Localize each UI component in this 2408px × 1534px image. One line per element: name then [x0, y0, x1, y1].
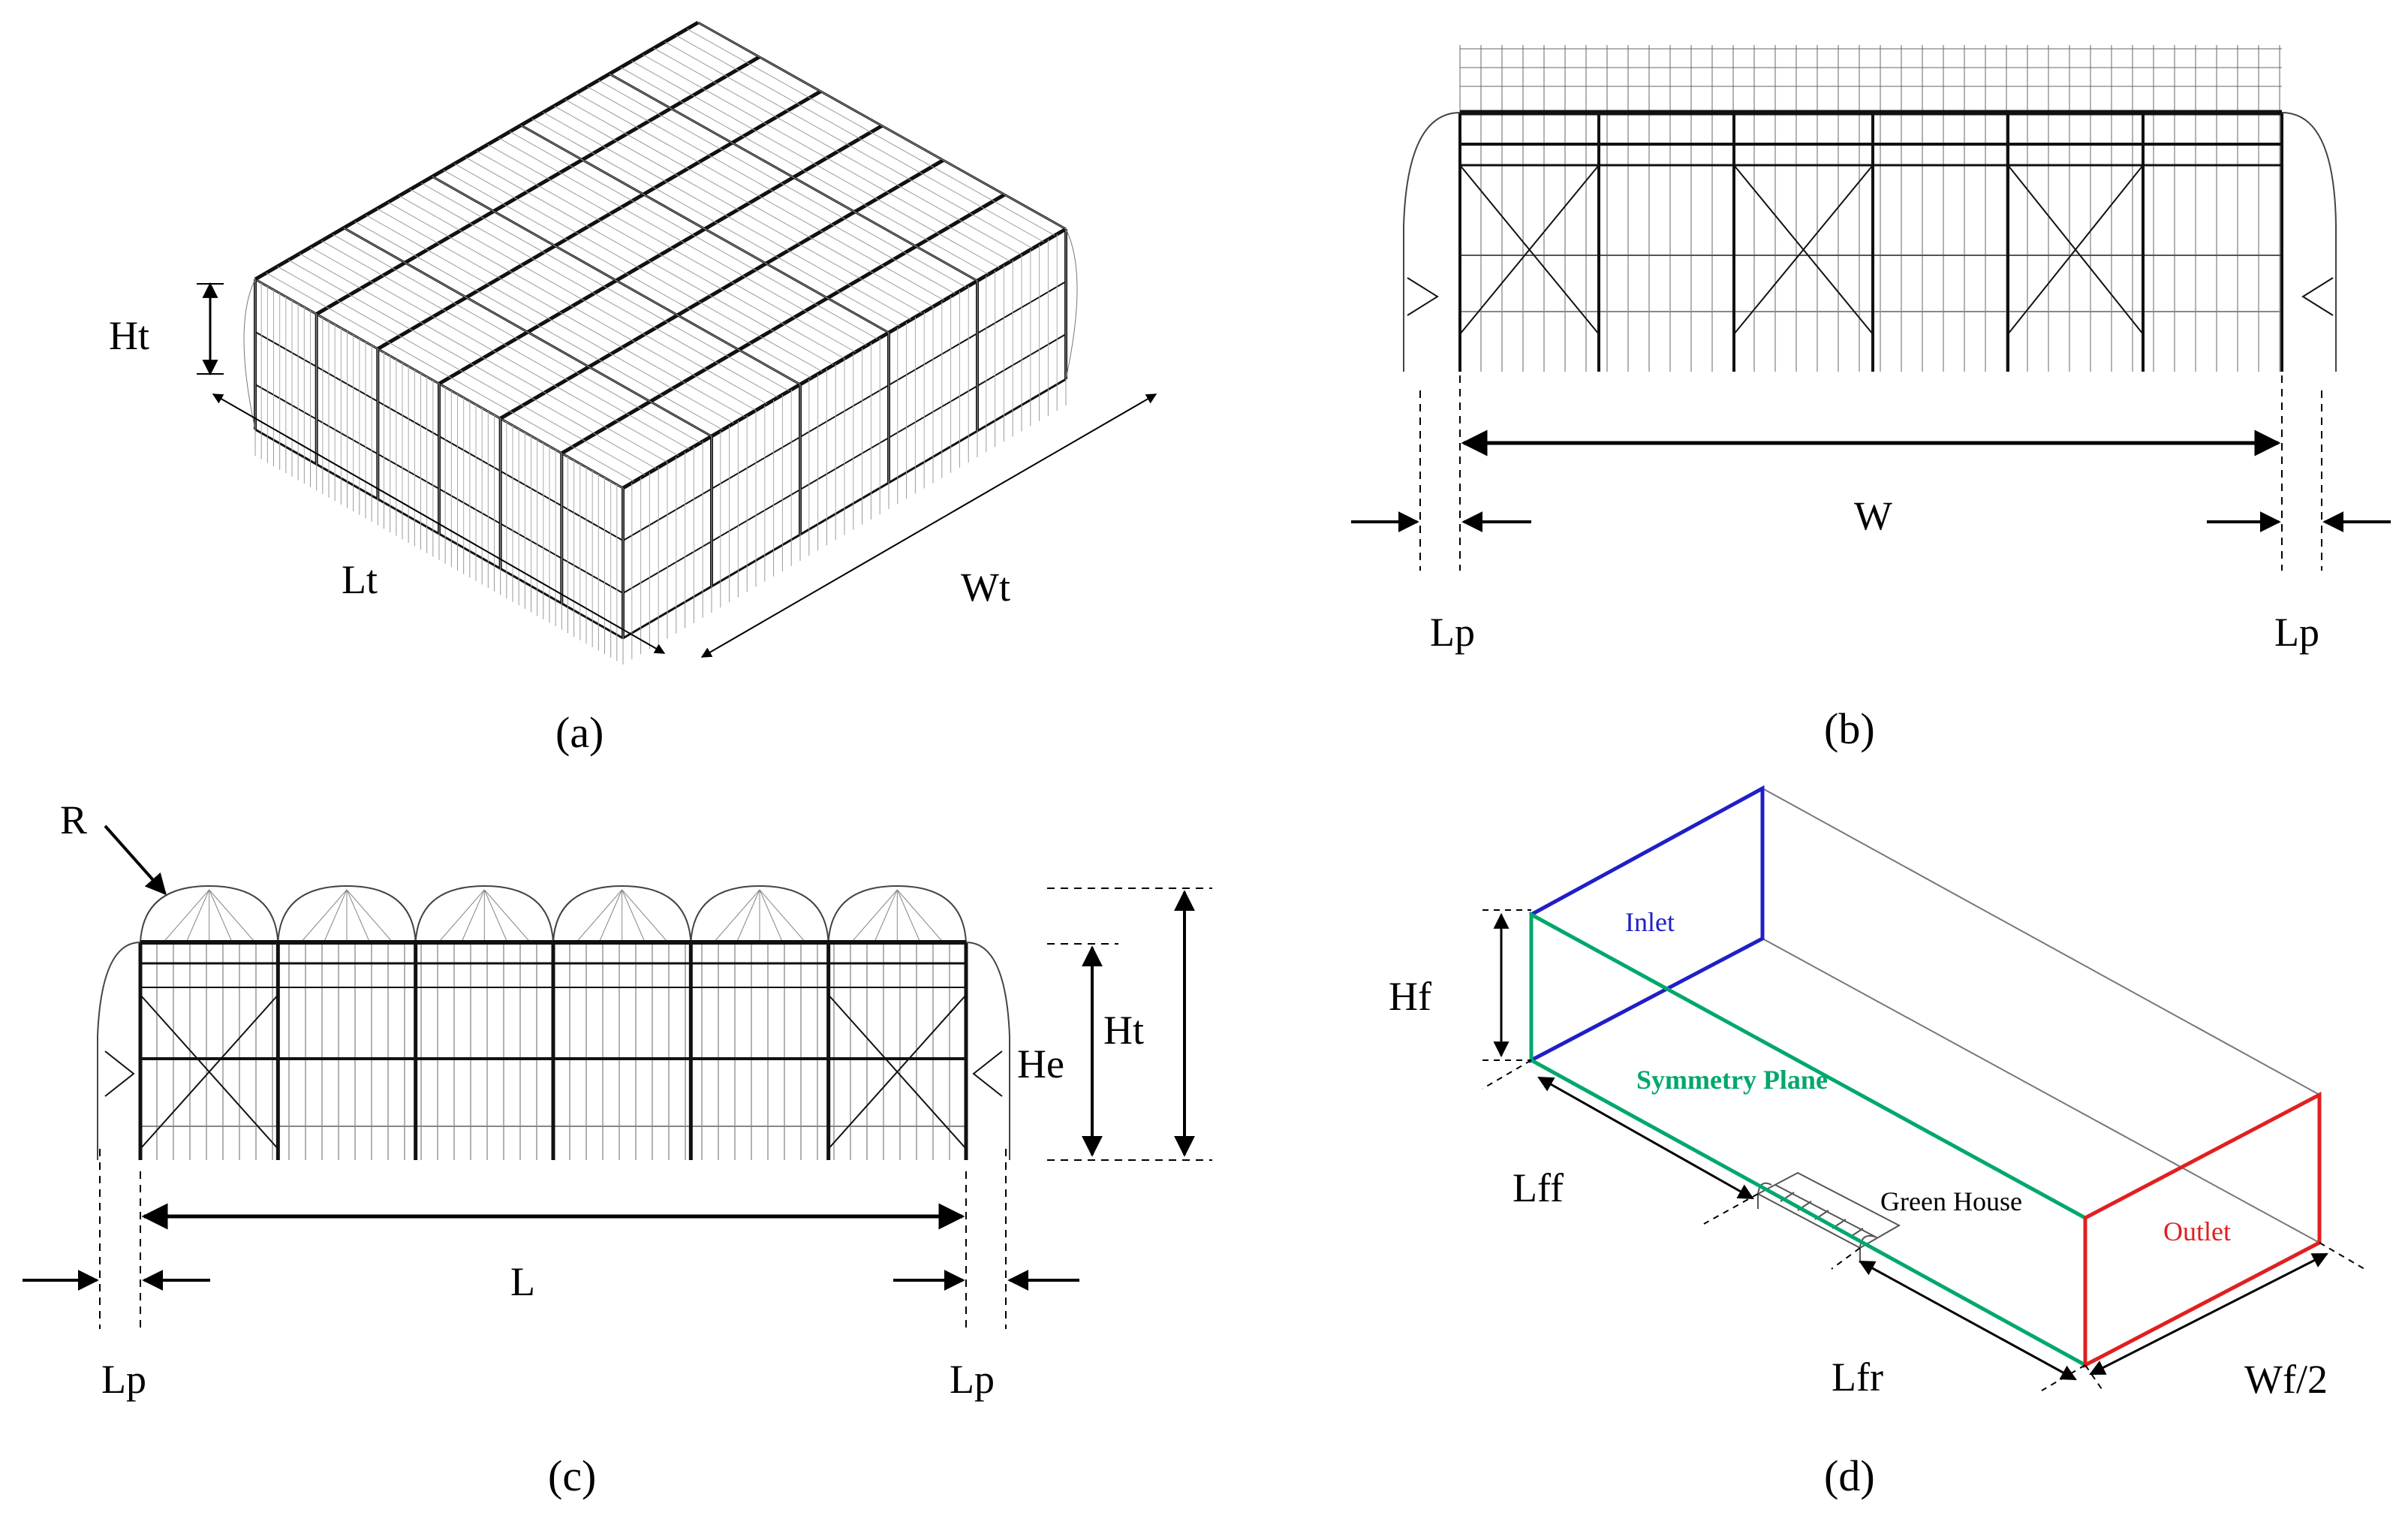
small-greenhouse-model — [1756, 1171, 1901, 1263]
label-outlet: Outlet — [2163, 1216, 2231, 1246]
label-lfr: Lfr — [1832, 1355, 1883, 1400]
greenhouse-front-elevation — [97, 885, 1010, 1160]
greenhouse-side-elevation — [1403, 45, 2337, 372]
label-lp-left-c: Lp — [101, 1357, 146, 1402]
label-wf-half: Wf/2 — [2244, 1357, 2328, 1402]
r-pointer-arrow — [104, 824, 167, 896]
label-ht-c: Ht — [1103, 1008, 1144, 1053]
panel-a: Ht Lt Wt (a) — [109, 20, 1157, 757]
hf-extension-lines — [1482, 909, 1531, 1061]
wt-dimension-line — [700, 393, 1157, 658]
lt-dimension-line — [212, 393, 666, 654]
label-hf: Hf — [1389, 974, 1431, 1019]
lfr-dimension-arrow — [1859, 1260, 2077, 1381]
label-r: R — [60, 797, 87, 842]
symmetry-plane-face — [1529, 911, 2087, 1369]
panel-c: R He Ht L Lp Lp (c) — [23, 797, 1212, 1500]
label-inlet: Inlet — [1625, 907, 1675, 937]
caption-b: (b) — [1824, 704, 1875, 753]
label-green-house: Green House — [1880, 1186, 2022, 1216]
height-extension-lines-c — [1047, 888, 1212, 1161]
caption-d: (d) — [1824, 1451, 1875, 1500]
wf-dimension-arrow — [2089, 1252, 2328, 1376]
label-symmetry-plane: Symmetry Plane — [1636, 1065, 1828, 1095]
label-wt: Wt — [961, 565, 1010, 610]
panel-d: Hf Lff Lfr Wf/2 Inlet Symmetry Plane Out… — [1389, 785, 2365, 1500]
length-extension-lines-d — [1482, 1059, 2365, 1391]
label-w: W — [1854, 493, 1892, 538]
label-l: L — [510, 1259, 535, 1304]
label-lt: Lt — [342, 557, 378, 602]
domain-back-edges — [1762, 788, 2320, 1243]
label-lp-left-b: Lp — [1430, 610, 1475, 655]
label-lff: Lff — [1513, 1165, 1564, 1210]
label-lp-right-c: Lp — [950, 1357, 995, 1402]
caption-a: (a) — [555, 708, 604, 757]
lff-dimension-arrow — [1537, 1076, 1754, 1200]
lp-extension-lines-b — [1419, 375, 2322, 571]
caption-c: (c) — [548, 1451, 596, 1500]
label-he: He — [1017, 1041, 1064, 1086]
label-ht-a: Ht — [109, 313, 149, 358]
label-lp-right-b: Lp — [2274, 610, 2319, 655]
lp-extension-lines-c — [99, 1149, 1007, 1329]
panel-b: W Lp Lp (b) — [1351, 45, 2391, 753]
